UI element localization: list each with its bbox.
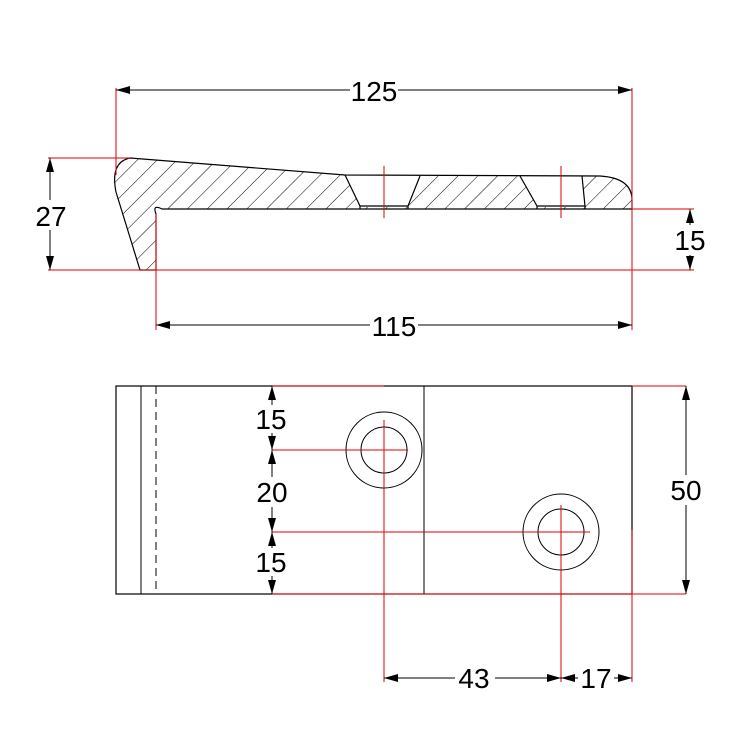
plan-outline [115, 385, 633, 595]
dimension-hole-vertical: 15 20 15 [254, 386, 292, 594]
dim-label-27: 27 [35, 201, 66, 232]
dimension-overall-height: 27 [34, 158, 68, 270]
dim-label-15-top: 15 [255, 404, 286, 435]
dim-label-20: 20 [256, 477, 287, 508]
dim-label-50: 50 [670, 475, 701, 506]
section-outline [114, 157, 633, 271]
section-hatch [114, 158, 633, 270]
dimension-width: 50 [666, 386, 706, 594]
dimension-hole-horizontal: 43 17 [384, 663, 632, 694]
dimension-overall-length: 125 [116, 74, 632, 107]
dim-label-115: 115 [372, 311, 417, 342]
dim-label-17: 17 [580, 663, 611, 694]
dim-label-15-section: 15 [674, 225, 705, 256]
dim-label-15-bottom: 15 [255, 547, 286, 578]
section-view: 125 27 15 115 [34, 74, 708, 342]
dim-label-43: 43 [458, 663, 489, 694]
dimension-inner-height: 15 [672, 209, 708, 270]
dimension-inner-length: 115 [156, 310, 632, 342]
plan-view: 15 20 15 50 43 17 [115, 385, 706, 694]
dim-label-125: 125 [351, 76, 398, 107]
